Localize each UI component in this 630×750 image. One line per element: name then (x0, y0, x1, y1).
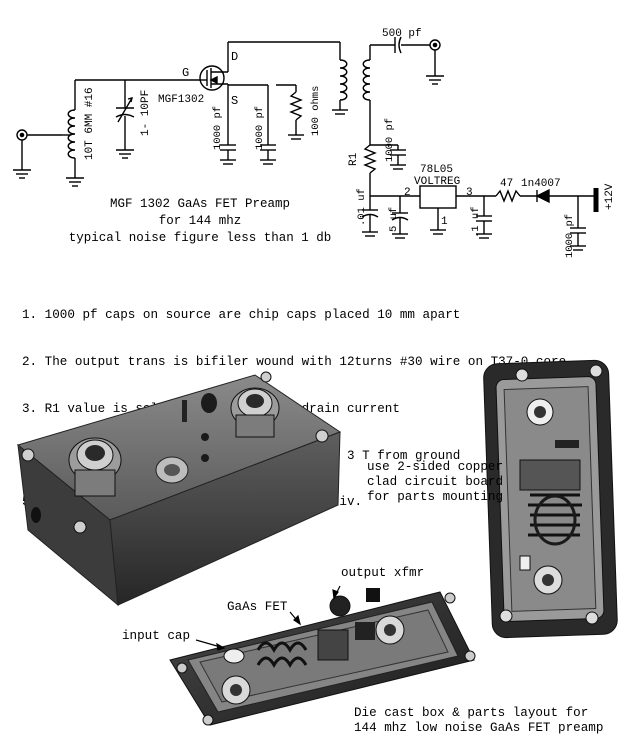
supply-label: +12V (604, 183, 616, 210)
source-cap-1 (220, 144, 236, 165)
drain-label: D (231, 50, 238, 64)
feedthrough-pin (182, 400, 187, 422)
fet-part-label: MGF1302 (158, 94, 204, 106)
gaas-fet-label: GaAs FET (227, 600, 288, 614)
bypass-cap-label: 1000 pf (384, 118, 396, 162)
bnc-connector-left (68, 437, 122, 497)
supply-cap-label: 1000 pf (564, 214, 576, 258)
drain-resistor (288, 85, 304, 140)
diode-1n4007 (535, 188, 596, 204)
gate-label: G (182, 66, 189, 80)
output-connector (426, 39, 444, 85)
input-coil-label: 10T 6MM #16 (84, 87, 96, 160)
bottom-caption: Die cast box & parts layout for 144 mhz … (354, 706, 604, 735)
reg-pin1: 1 (441, 216, 448, 228)
supply-cap (570, 196, 586, 251)
caption-line-2: for 144 mhz (158, 214, 242, 228)
closed-box-photo (16, 371, 342, 607)
source-label: S (231, 94, 238, 108)
note-item: 1. 1000 pf caps on source are chip caps … (22, 308, 461, 323)
source-cap-2-label: 1000 pf (254, 106, 266, 150)
output-xfmr-label: output xfmr (341, 566, 425, 580)
r1-label: R1 (348, 152, 360, 166)
schematic-caption: MGF 1302 GaAs FET Preamp for 144 mhz typ… (40, 196, 360, 247)
input-cap-part (223, 648, 245, 664)
source-cap-2 (260, 85, 276, 165)
open-box-horizontal-photo (169, 585, 476, 726)
variable-capacitor (115, 80, 135, 159)
output-xfmr-part (329, 595, 351, 617)
input-connector (13, 129, 62, 179)
box-screws (21, 371, 329, 534)
gaas-fet-symbol (199, 42, 229, 108)
board-note: use 2-sided copper clad circuit board fo… (367, 460, 504, 504)
resistor-47 (495, 189, 537, 203)
cap-5uf-label: 5 uf (388, 207, 400, 232)
open-box-vertical-photo (483, 359, 618, 639)
reg-name: 78L05 (420, 164, 453, 176)
output-transformer (332, 45, 371, 145)
reg-label: VOLTREG (414, 176, 460, 188)
cap-5uf (391, 196, 409, 239)
output-cap (394, 36, 402, 54)
res-47-label: 47 (500, 178, 513, 190)
source-cap-1-label: 1000 pf (212, 106, 224, 150)
cap-01-label: .01 uf (356, 188, 368, 226)
caption-line-3: typical noise figure less than 1 db (68, 231, 332, 245)
input-cap-label: input cap (122, 629, 191, 643)
var-cap-label: 1- 10PF (140, 90, 152, 136)
schematic-diagram: 10T 6MM #16 G 1- 10PF D S MGF1302 (13, 28, 616, 258)
input-coil-part (256, 641, 308, 654)
cap-1uf (476, 196, 492, 239)
bnc-connector-right (230, 387, 280, 438)
cap-01 (361, 196, 379, 237)
reg-pin3: 3 (466, 187, 473, 199)
cap-1uf-label: .1 uf (470, 206, 482, 238)
fet-part (317, 629, 349, 661)
diode-label: 1n4007 (521, 178, 561, 190)
output-cap-label: 500 pf (382, 28, 422, 40)
r1-resistor (363, 144, 377, 196)
reg-pin2: 2 (404, 187, 411, 199)
drain-resistor-label: 100 ohms (310, 86, 322, 136)
input-coil (62, 80, 84, 187)
power-plug (201, 393, 217, 413)
caption-line-1: MGF 1302 GaAs FET Preamp (109, 197, 291, 211)
bypass-cap (390, 145, 406, 170)
